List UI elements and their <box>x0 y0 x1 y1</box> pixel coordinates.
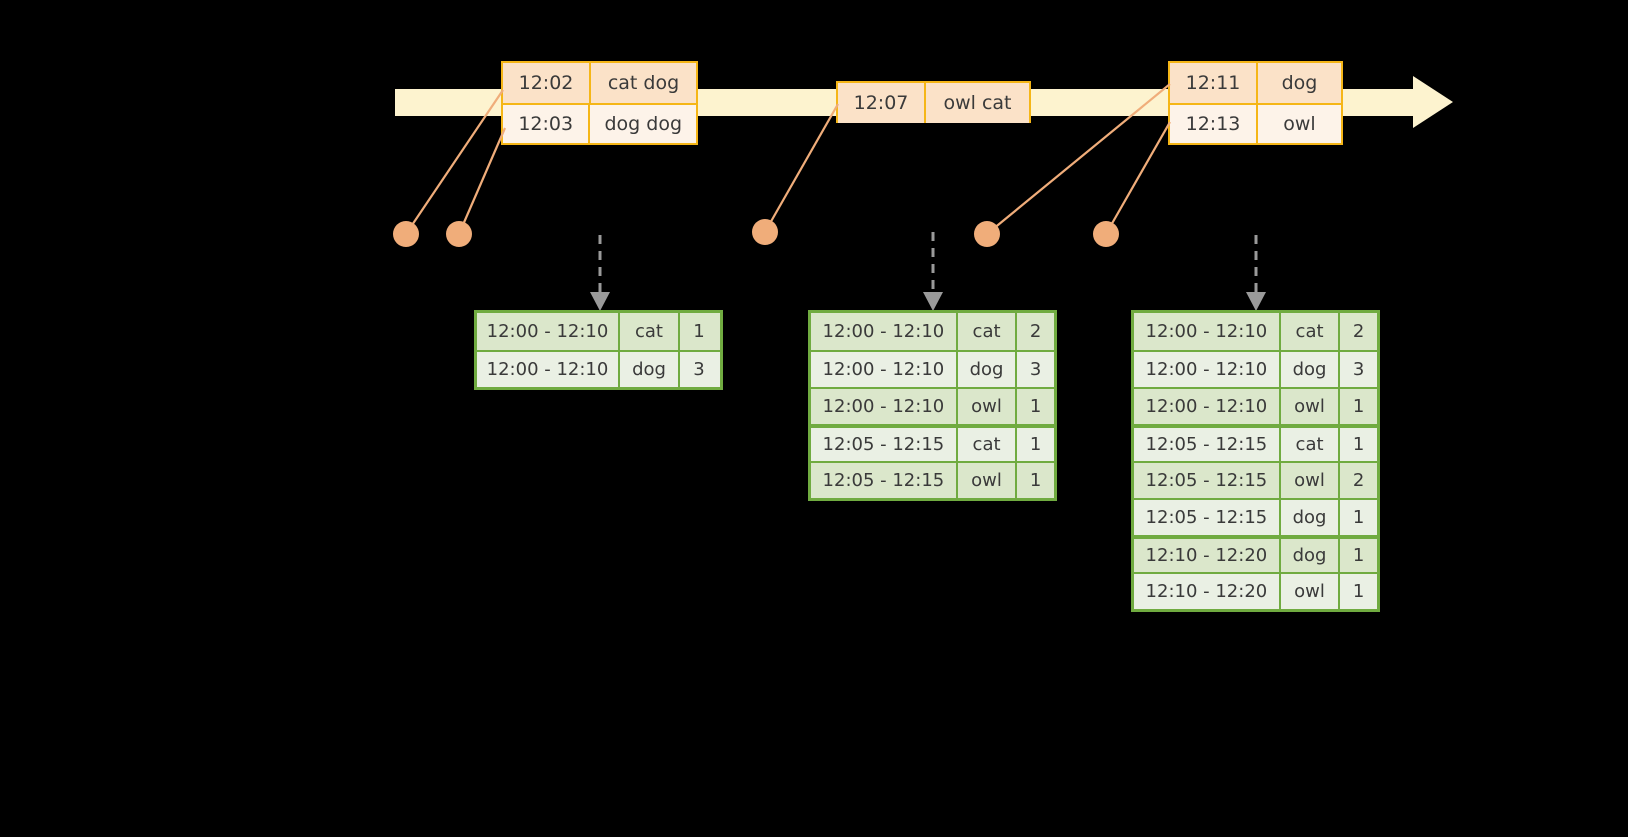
count-cell: 1 <box>693 321 705 342</box>
key-cell: cat <box>1281 428 1341 461</box>
event-time: 12:02 <box>503 63 591 103</box>
window-cell: 12:00 - 12:10 <box>1134 389 1281 424</box>
event-words: dog <box>1281 72 1318 94</box>
count-cell: 1 <box>1029 396 1042 417</box>
count-cell: 1 <box>1352 507 1365 528</box>
count-cell: 1 <box>1352 545 1365 566</box>
dashed-arrow-head-icon <box>1246 292 1266 311</box>
count-cell: 1 <box>1029 434 1042 455</box>
event-time: 12:07 <box>838 83 926 123</box>
key-cell: dog <box>1281 539 1341 572</box>
event-group-c: 12:11 dog 12:13 owl <box>1168 61 1343 145</box>
event-group-b: 12:07 owl cat <box>836 81 1031 123</box>
window-cell: 12:00 - 12:10 <box>811 389 958 424</box>
event-group-a: 12:02 cat dog 12:03 dog dog <box>501 61 698 145</box>
dashed-arrow-head-icon <box>923 292 943 311</box>
event-dot <box>752 219 778 245</box>
event-row: 12:02 cat dog <box>503 63 696 103</box>
connector-line <box>764 103 839 233</box>
window-cell: 12:00 - 12:10 <box>477 352 620 387</box>
key-cell: dog <box>958 352 1018 387</box>
key-cell: cat <box>958 428 1018 461</box>
event-row: 12:07 owl cat <box>838 83 1029 123</box>
timeline-arrowhead-icon <box>1413 76 1453 128</box>
count-cell: 3 <box>1352 359 1365 380</box>
count-cell: 3 <box>693 359 705 380</box>
window-cell: 12:00 - 12:10 <box>477 313 620 350</box>
window-cell: 12:05 - 12:15 <box>1134 463 1281 498</box>
dashed-arrow-head-icon <box>590 292 610 311</box>
event-row: 12:03 dog dog <box>503 103 696 143</box>
event-time: 12:11 <box>1170 63 1258 103</box>
event-words: owl <box>1283 113 1316 135</box>
key-cell: cat <box>1281 313 1341 350</box>
event-dot <box>393 221 419 247</box>
count-cell: 3 <box>1029 359 1042 380</box>
key-cell: owl <box>958 389 1018 424</box>
window-cell: 12:00 - 12:10 <box>811 352 958 387</box>
event-dot <box>974 221 1000 247</box>
key-cell: dog <box>620 352 680 387</box>
event-dot <box>446 221 472 247</box>
window-cell: 12:05 - 12:15 <box>811 463 958 498</box>
key-cell: owl <box>958 463 1018 498</box>
window-cell: 12:05 - 12:15 <box>811 428 958 461</box>
window-cell: 12:10 - 12:20 <box>1134 539 1281 572</box>
connector-line <box>457 127 507 235</box>
key-cell: owl <box>1281 463 1341 498</box>
count-cell: 1 <box>1029 470 1042 491</box>
count-cell: 2 <box>1352 470 1365 491</box>
count-cell: 2 <box>1029 321 1042 342</box>
window-cell: 12:10 - 12:20 <box>1134 574 1281 609</box>
key-cell: owl <box>1281 389 1341 424</box>
event-row: 12:11 dog <box>1170 63 1341 103</box>
count-cell: 1 <box>1352 396 1365 417</box>
event-words: cat dog <box>607 72 680 94</box>
key-cell: dog <box>1281 352 1341 387</box>
key-cell: cat <box>620 313 680 350</box>
window-cell: 12:05 - 12:15 <box>1134 500 1281 535</box>
event-row: 12:13 owl <box>1170 103 1341 143</box>
connector-line <box>1105 121 1171 235</box>
count-cell: 1 <box>1352 581 1365 602</box>
key-cell: owl <box>1281 574 1341 609</box>
event-words: dog dog <box>604 113 682 135</box>
window-cell: 12:00 - 12:10 <box>1134 352 1281 387</box>
count-cell: 1 <box>1352 434 1365 455</box>
event-time: 12:03 <box>503 105 591 143</box>
count-cell: 2 <box>1352 321 1365 342</box>
window-cell: 12:00 - 12:10 <box>811 313 958 350</box>
window-cell: 12:00 - 12:10 <box>1134 313 1281 350</box>
event-words: owl cat <box>943 92 1012 114</box>
window-cell: 12:05 - 12:15 <box>1134 428 1281 461</box>
event-dot <box>1093 221 1119 247</box>
event-time: 12:13 <box>1170 105 1258 143</box>
key-cell: cat <box>958 313 1018 350</box>
key-cell: dog <box>1281 500 1341 535</box>
